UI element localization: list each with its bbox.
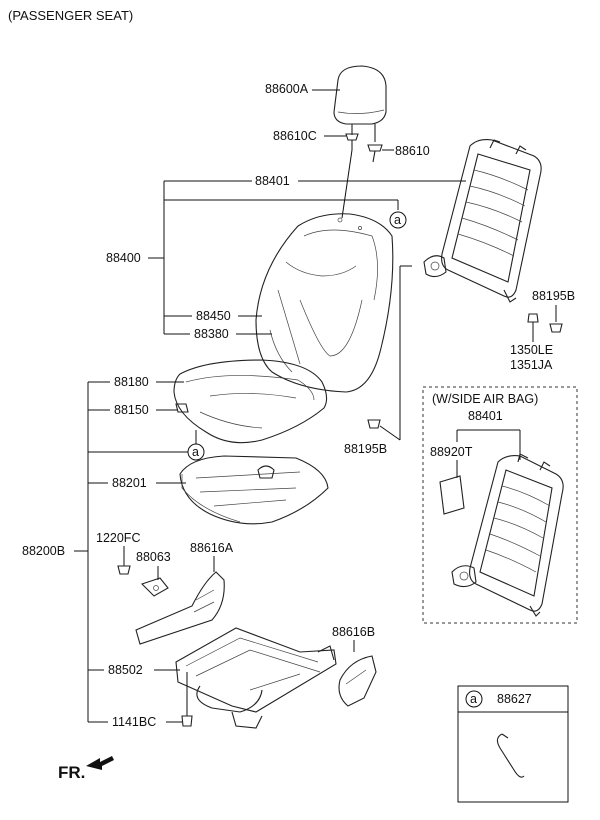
side-shield-88616A: [135, 571, 225, 645]
diagram-title: (PASSENGER SEAT): [8, 8, 133, 23]
label-1350LE: 1350LE: [510, 343, 553, 357]
label-88600A: 88600A: [265, 82, 309, 96]
label-88201: 88201: [112, 476, 147, 490]
svg-text:a: a: [470, 692, 477, 706]
seat-cushion-drawing: [173, 359, 328, 444]
label-1351JA: 1351JA: [510, 358, 553, 372]
airbag-label-88920T: 88920T: [430, 445, 473, 459]
airbag-module-drawing: [439, 475, 465, 515]
bolt-88195B-bottom: [367, 419, 381, 429]
label-88180: 88180: [114, 375, 149, 389]
label-88502: 88502: [108, 663, 143, 677]
label-88401: 88401: [255, 174, 290, 188]
bolt-88195B-top: [549, 323, 563, 333]
seat-track-frame-drawing: [175, 627, 337, 729]
label-88150: 88150: [114, 403, 149, 417]
airbag-label-88401: 88401: [468, 409, 503, 423]
callout-a-bottom: a: [187, 443, 205, 461]
label-88610: 88610: [395, 144, 430, 158]
legend-ref-circle: a: [465, 690, 483, 708]
callout-a-top: a: [389, 211, 407, 229]
nut-1350LE: [527, 313, 539, 323]
label-88200B: 88200B: [22, 544, 65, 558]
bolt-1141BC: [181, 672, 193, 727]
label-88195B-top: 88195B: [532, 289, 575, 303]
airbag-box: [422, 386, 578, 624]
label-88400: 88400: [106, 251, 141, 265]
legend-part-88627: 88627: [497, 692, 532, 706]
airbag-seatback-frame-drawing: [451, 453, 564, 617]
screw-1220FC: [117, 565, 131, 575]
svg-text:a: a: [192, 445, 199, 459]
label-88616B: 88616B: [332, 625, 375, 639]
cushion-pan-drawing: [179, 455, 329, 525]
wire-clip-88627: [496, 733, 525, 778]
label-88616A: 88616A: [190, 541, 234, 555]
label-88610C: 88610C: [273, 129, 317, 143]
seatback-frame-drawing: [423, 139, 542, 303]
headrest-guide-88610C: [345, 133, 359, 150]
side-cover-88616B: [338, 655, 377, 707]
label-88063: 88063: [136, 550, 171, 564]
headrest-guide-88610: [367, 144, 383, 163]
label-88380: 88380: [194, 327, 229, 341]
bracket-88063: [140, 577, 169, 597]
headrest-drawing: [333, 65, 387, 142]
front-arrow-icon: [86, 756, 114, 770]
label-1141BC: 1141BC: [112, 715, 156, 729]
label-88195B-bottom: 88195B: [344, 442, 387, 456]
svg-text:a: a: [394, 213, 401, 227]
seatback-cover-drawing: [255, 213, 394, 393]
front-label: FR.: [58, 763, 85, 782]
label-1220FC: 1220FC: [96, 531, 140, 545]
airbag-box-title: (W/SIDE AIR BAG): [432, 392, 538, 406]
label-88450: 88450: [196, 309, 231, 323]
legend-box: [457, 685, 569, 803]
